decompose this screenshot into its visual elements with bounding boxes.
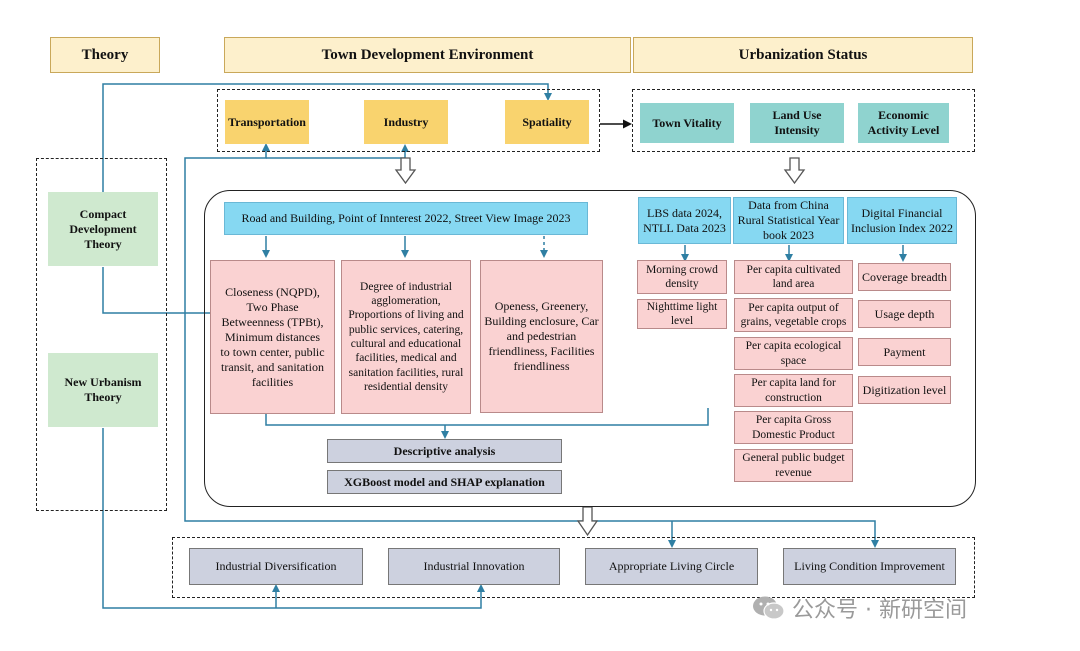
watermark-text: 公众号 · 新研空间	[792, 598, 967, 623]
vitality-indicator: Nighttime light level	[637, 299, 727, 329]
spatiality-indicators-box: Openess, Greenery, Building enclosure, C…	[480, 260, 603, 413]
transportation-box: Transportation	[225, 100, 309, 144]
environment-data-source-box: Road and Building, Point of Innterest 20…	[224, 202, 588, 235]
digital-financial-index-box: Digital Financial Inclusion Index 2022	[847, 197, 957, 244]
wechat-icon	[752, 595, 786, 621]
descriptive-analysis-box: Descriptive analysis	[327, 439, 562, 463]
land-use-indicator: Per capita output of grains, vegetable c…	[734, 298, 853, 332]
china-rural-statistics-box: Data from China Rural Statistical Year b…	[733, 197, 844, 244]
watermark: 公众号 · 新研空间	[752, 592, 967, 624]
economic-indicator: Coverage breadth	[858, 263, 951, 291]
town-vitality-box: Town Vitality	[640, 103, 734, 143]
land-use-indicator: Per capita ecological space	[734, 337, 853, 370]
land-use-indicator: General public budget revenue	[734, 449, 853, 482]
outcome-appropriate-living-circle: Appropriate Living Circle	[585, 548, 758, 585]
economic-indicator: Usage depth	[858, 300, 951, 328]
outcome-industrial-diversification: Industrial Diversification	[189, 548, 363, 585]
environment-group	[217, 89, 600, 152]
transportation-indicators-box: Closeness (NQPD), Two Phase Betweenness …	[210, 260, 335, 414]
theory-group	[36, 158, 167, 511]
land-use-intensity-box: Land Use Intensity	[750, 103, 844, 143]
new-urbanism-theory-box: New Urbanism Theory	[48, 353, 158, 427]
land-use-indicator: Per capita Gross Domestic Product	[734, 411, 853, 444]
header-urbanization-status: Urbanization Status	[633, 37, 973, 73]
outcome-industrial-innovation: Industrial Innovation	[388, 548, 560, 585]
industry-indicators-box: Degree of industrial agglomeration, Prop…	[341, 260, 471, 414]
header-town-development-environment: Town Development Environment	[224, 37, 631, 73]
outcome-living-condition-improvement: Living Condition Improvement	[783, 548, 956, 585]
industry-box: Industry	[364, 100, 448, 144]
compact-development-theory-box: Compact Development Theory	[48, 192, 158, 266]
spatiality-box: Spatiality	[505, 100, 589, 144]
outcome-group	[172, 537, 975, 598]
indicator-frame	[204, 190, 976, 507]
economic-indicator: Digitization level	[858, 376, 951, 404]
lbs-data-box: LBS data 2024, NTLL Data 2023	[638, 197, 731, 244]
xgboost-shap-box: XGBoost model and SHAP explanation	[327, 470, 562, 494]
header-theory: Theory	[50, 37, 160, 73]
economic-indicator: Payment	[858, 338, 951, 366]
status-group	[632, 89, 975, 152]
land-use-indicator: Per capita land for construction	[734, 374, 853, 407]
vitality-indicator: Morning crowd density	[637, 260, 727, 294]
economic-activity-level-box: Economic Activity Level	[858, 103, 949, 143]
land-use-indicator: Per capita cultivated land area	[734, 260, 853, 294]
